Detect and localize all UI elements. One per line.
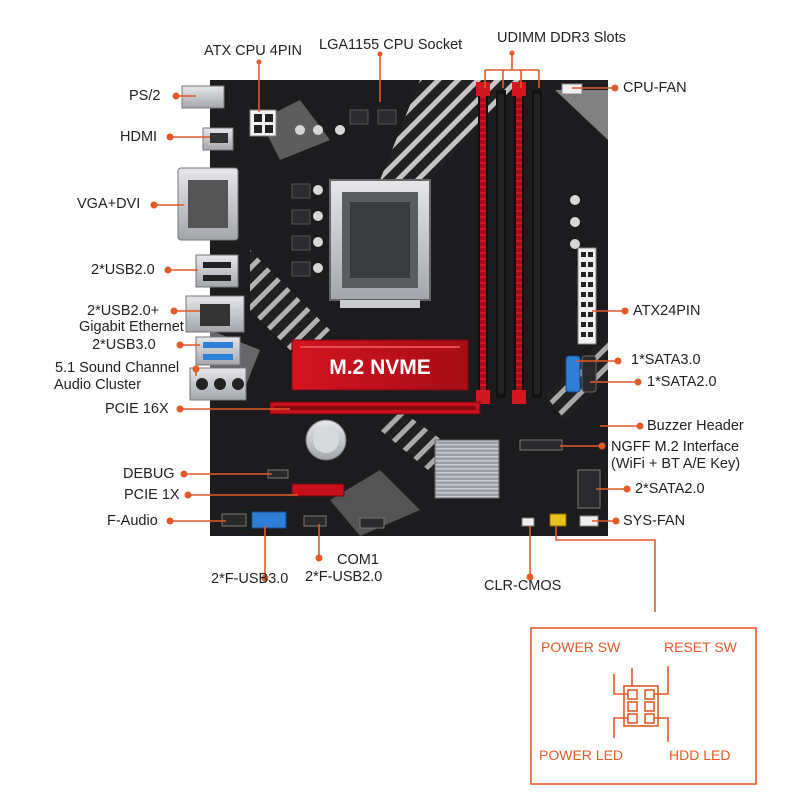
vrm-area bbox=[291, 109, 397, 277]
cpu-fan-header bbox=[561, 83, 583, 95]
label-faudio: F-Audio bbox=[107, 513, 158, 529]
callout-lines bbox=[154, 53, 656, 612]
label-usb20-gbe-line1: 2*USB2.0+ bbox=[87, 303, 160, 319]
label-debug: DEBUG bbox=[123, 466, 175, 482]
clr-cmos-jumper bbox=[521, 517, 535, 527]
usb30-port bbox=[195, 336, 241, 366]
chipset-heatsink bbox=[434, 439, 500, 499]
label-reset-sw: RESET SW bbox=[664, 639, 737, 655]
front-panel-pinout bbox=[613, 666, 669, 742]
label-hdd-led: HDD LED bbox=[669, 747, 731, 763]
atx-24pin-connector bbox=[577, 247, 597, 345]
label-audio-line1: 5.1 Sound Channel bbox=[55, 360, 180, 376]
label-atx-cpu-4pin: ATX CPU 4PIN bbox=[204, 43, 303, 59]
board-graphic bbox=[330, 470, 420, 536]
com1-header bbox=[359, 517, 385, 529]
callout-dots bbox=[150, 50, 644, 582]
front-panel-box bbox=[530, 627, 757, 785]
label-usb20-rear: 2*USB2.0 bbox=[91, 262, 155, 278]
label-hdmi: HDMI bbox=[120, 129, 158, 145]
board-graphic bbox=[250, 250, 330, 360]
label-power-led: POWER LED bbox=[539, 747, 624, 763]
label-pcie1: PCIE 1X bbox=[124, 487, 180, 503]
label-f-usb20: 2*F-USB2.0 bbox=[305, 569, 383, 585]
m2-heatsink-title: M.2 NVME bbox=[329, 356, 431, 379]
board-graphic bbox=[555, 90, 608, 140]
label-power-sw: POWER SW bbox=[541, 639, 621, 655]
f-usb30-header bbox=[251, 511, 287, 529]
f-audio-header bbox=[221, 513, 247, 527]
label-com1: COM1 bbox=[337, 552, 379, 568]
label-cpu-fan: CPU-FAN bbox=[623, 80, 687, 96]
sata3-port bbox=[565, 355, 581, 393]
label-audio-line2: Audio Cluster bbox=[54, 377, 142, 393]
front-panel-header bbox=[549, 513, 567, 527]
label-ps2: PS/2 bbox=[129, 88, 161, 104]
label-sata30: 1*SATA3.0 bbox=[631, 352, 701, 368]
pcie-1x-slot bbox=[291, 483, 345, 497]
label-buzzer: Buzzer Header bbox=[647, 418, 744, 434]
label-udimm: UDIMM DDR3 Slots bbox=[497, 30, 626, 46]
label-vga-dvi: VGA+DVI bbox=[77, 196, 141, 212]
ram-slots bbox=[476, 82, 542, 404]
usb20-port bbox=[195, 254, 239, 288]
label-sata20-single: 1*SATA2.0 bbox=[647, 374, 717, 390]
label-ngff-line1: NGFF M.2 Interface bbox=[611, 439, 740, 455]
label-sys-fan: SYS-FAN bbox=[623, 513, 686, 529]
label-sata20-double: 2*SATA2.0 bbox=[635, 481, 705, 497]
ngff-slot bbox=[519, 439, 563, 451]
ps2-port bbox=[181, 85, 225, 109]
label-lga1155: LGA1155 CPU Socket bbox=[319, 37, 463, 53]
label-usb30-rear: 2*USB3.0 bbox=[92, 337, 156, 353]
label-ngff-line2: (WiFi + BT A/E Key) bbox=[611, 456, 741, 472]
label-usb20-gbe-line2: Gigabit Ethernet bbox=[79, 319, 184, 335]
sata2-port bbox=[581, 355, 597, 393]
label-atx24pin: ATX24PIN bbox=[633, 303, 701, 319]
label-clr-cmos: CLR-CMOS bbox=[484, 578, 562, 594]
m2-heatsink bbox=[291, 339, 469, 391]
label-pcie16: PCIE 16X bbox=[105, 401, 169, 417]
f-usb20-header bbox=[303, 515, 327, 527]
label-f-usb30: 2*F-USB3.0 bbox=[211, 571, 289, 587]
